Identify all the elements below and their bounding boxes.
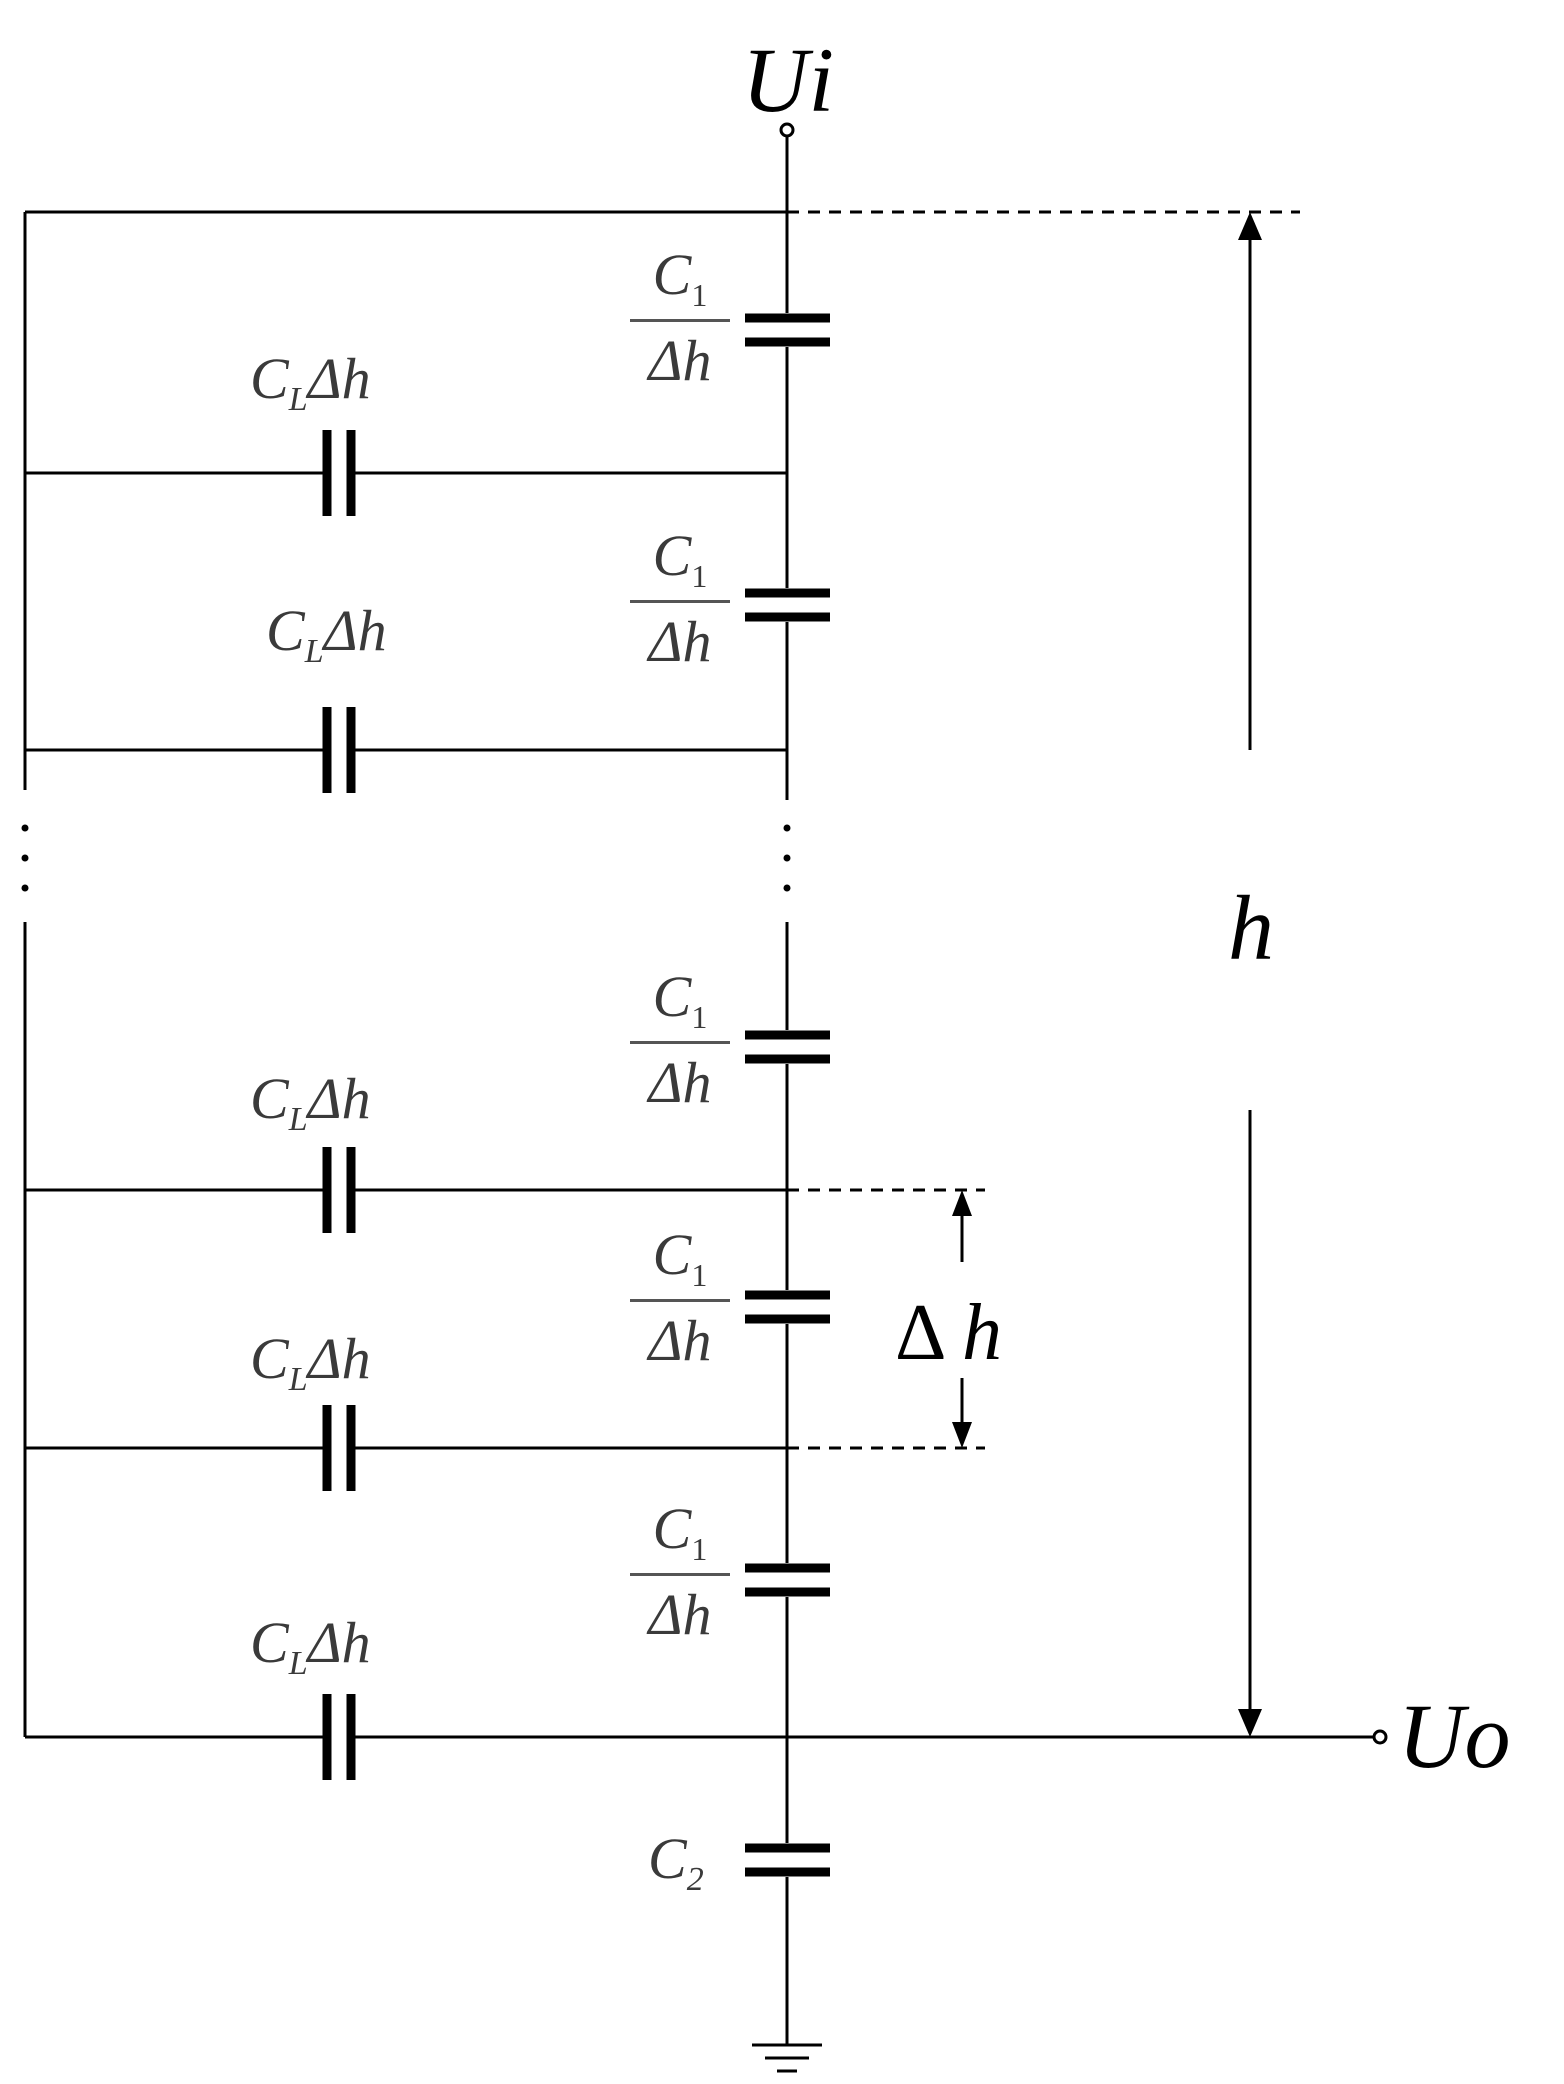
c1-numerator: C bbox=[652, 964, 692, 1029]
c2-capacitor bbox=[745, 1843, 830, 1877]
c1-label: C1 Δh bbox=[630, 1226, 730, 1370]
c1-numerator: C bbox=[652, 1496, 692, 1561]
height-label: h bbox=[1228, 877, 1274, 979]
cl-label: CLΔh bbox=[250, 1070, 371, 1137]
c1-subscript: 1 bbox=[691, 1257, 708, 1293]
cl-subscript: L bbox=[288, 1101, 308, 1138]
c1-denominator: Δh bbox=[648, 328, 712, 393]
height-dimension bbox=[787, 210, 1300, 1737]
output-terminal-label: Uo bbox=[1398, 1685, 1511, 1787]
fraction-bar bbox=[630, 1573, 730, 1576]
delta-h-variable: h bbox=[962, 1289, 1003, 1377]
c1-denominator: Δh bbox=[648, 1582, 712, 1647]
fraction-bar bbox=[630, 1299, 730, 1302]
c1-label: C1 Δh bbox=[630, 246, 730, 390]
c1-denominator: Δh bbox=[648, 1308, 712, 1373]
cl-label: CLΔh bbox=[250, 1330, 371, 1397]
cl-label: CLΔh bbox=[250, 1614, 371, 1681]
cl-suffix: Δh bbox=[307, 1610, 371, 1675]
c1-numerator: C bbox=[652, 1222, 692, 1287]
cl-main: C bbox=[250, 1610, 289, 1675]
ellipsis-dots bbox=[21, 824, 791, 892]
c1-subscript: 1 bbox=[691, 1531, 708, 1567]
c1-subscript: 1 bbox=[691, 277, 708, 313]
cl-main: C bbox=[266, 598, 305, 663]
delta-symbol: Δ bbox=[895, 1289, 943, 1377]
c1-denominator: Δh bbox=[648, 1050, 712, 1115]
cl-subscript: L bbox=[304, 633, 324, 670]
c2-label: C2 bbox=[648, 1830, 704, 1897]
delta-h-label: Δ h bbox=[895, 1293, 1002, 1373]
cl-suffix: Δh bbox=[323, 598, 387, 663]
input-terminal-label: Ui bbox=[742, 29, 834, 131]
c1-denominator: Δh bbox=[648, 609, 712, 674]
cl-subscript: L bbox=[288, 1361, 308, 1398]
cl-suffix: Δh bbox=[307, 346, 371, 411]
shunt-capacitors bbox=[322, 430, 356, 1780]
cl-main: C bbox=[250, 1066, 289, 1131]
delta-h-dimension bbox=[787, 1188, 985, 1450]
cl-suffix: Δh bbox=[307, 1066, 371, 1131]
cl-label: CLΔh bbox=[266, 602, 387, 669]
fraction-bar bbox=[630, 600, 730, 603]
cl-subscript: L bbox=[288, 381, 308, 418]
cl-main: C bbox=[250, 1326, 289, 1391]
cl-main: C bbox=[250, 346, 289, 411]
ground-icon bbox=[752, 2043, 822, 2073]
fraction-bar bbox=[630, 319, 730, 322]
c1-label: C1 Δh bbox=[630, 527, 730, 671]
cl-label: CLΔh bbox=[250, 350, 371, 417]
series-capacitors bbox=[745, 313, 830, 1597]
fraction-bar bbox=[630, 1041, 730, 1044]
c1-label: C1 Δh bbox=[630, 1500, 730, 1644]
input-terminal bbox=[779, 122, 795, 138]
c2-subscript: 2 bbox=[686, 1861, 704, 1898]
c1-numerator: C bbox=[652, 242, 692, 307]
c1-subscript: 1 bbox=[691, 558, 708, 594]
c2-main: C bbox=[648, 1826, 687, 1891]
c1-numerator: C bbox=[652, 523, 692, 588]
output-terminal bbox=[1372, 1729, 1388, 1745]
horizontal-rungs bbox=[25, 210, 1373, 1739]
cl-suffix: Δh bbox=[307, 1326, 371, 1391]
c1-label: C1 Δh bbox=[630, 968, 730, 1112]
c1-subscript: 1 bbox=[691, 999, 708, 1035]
cl-subscript: L bbox=[288, 1645, 308, 1682]
